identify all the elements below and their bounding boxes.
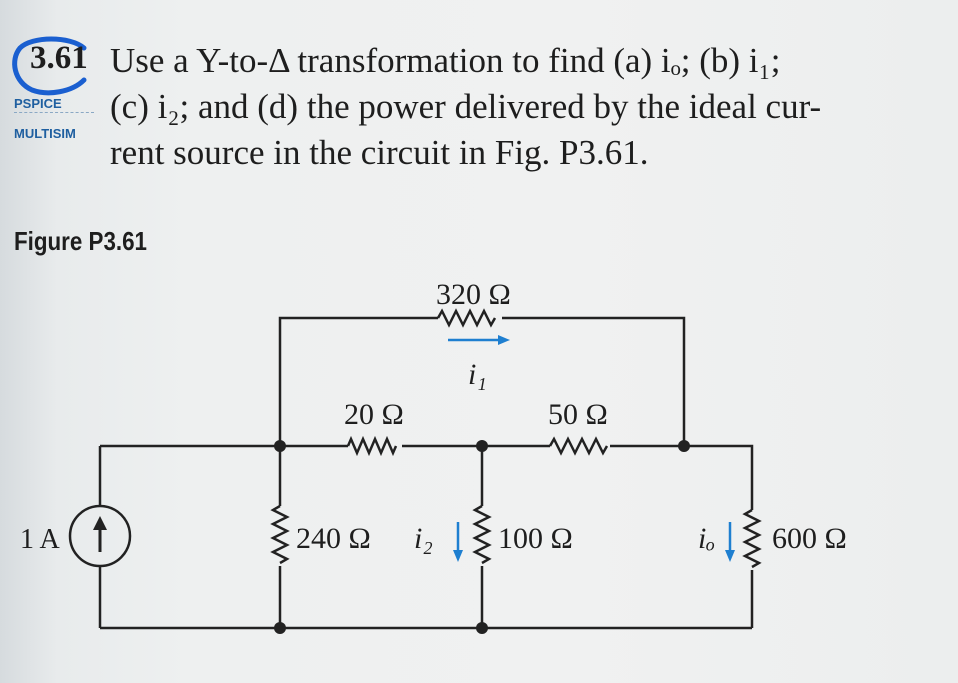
source-arrow [93, 516, 107, 552]
figure-caption: Figure P3.61 [14, 226, 147, 256]
resistor-320 [436, 308, 497, 328]
i1-arrow-icon [448, 335, 510, 345]
problem-statement: Use a Y-to-Δ transformation to find (a) … [110, 38, 950, 176]
label-600: 600 Ω [772, 522, 847, 555]
problem-line-2: (c) i₂; and (d) the power delivered by t… [110, 87, 822, 126]
problem-number: 3.61 [30, 40, 88, 76]
node-bottom-left [274, 622, 286, 634]
resistor-100 [472, 504, 492, 565]
node-bottom-center [476, 622, 488, 634]
label-source: 1 A [20, 524, 60, 555]
wire-top-left [278, 316, 438, 446]
node-top-left [274, 440, 286, 452]
wire-top-right [502, 316, 686, 446]
label-320: 320 Ω [436, 278, 511, 311]
multisim-tag: MULTISIM [14, 126, 76, 141]
label-50: 50 Ω [548, 398, 608, 431]
resistor-600 [742, 508, 762, 569]
problem-line-1: Use a Y-to-Δ transformation to find (a) … [110, 41, 781, 80]
pspice-tag: PSPICE [14, 96, 62, 111]
label-20: 20 Ω [344, 398, 404, 431]
label-io: iₒ [698, 522, 715, 555]
tag-divider [14, 112, 94, 113]
current-source [68, 504, 132, 568]
io-arrow-icon [725, 522, 735, 562]
label-i1: i₁ [468, 358, 487, 391]
node-center [476, 440, 488, 452]
resistor-20 [346, 435, 398, 457]
resistor-240 [270, 504, 290, 565]
wire-mid-right [610, 444, 754, 510]
label-100: 100 Ω [498, 522, 573, 555]
node-top-right [678, 440, 690, 452]
resistor-50 [548, 436, 609, 456]
i2-arrow-icon [453, 522, 463, 562]
label-240: 240 Ω [296, 522, 371, 555]
hand-circle-annotation [12, 36, 87, 96]
problem-line-3: rent source in the circuit in Fig. P3.61… [110, 133, 649, 172]
label-i2: i₂ [414, 522, 433, 555]
